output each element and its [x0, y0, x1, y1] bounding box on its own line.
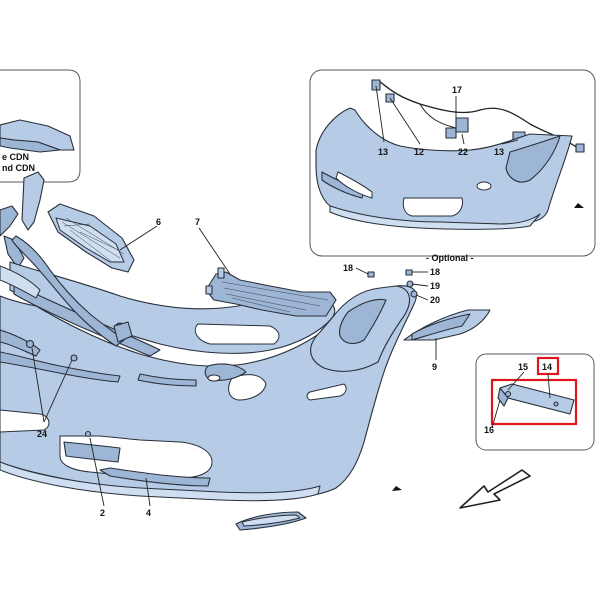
inset-note-line-2: nd CDN: [2, 163, 35, 173]
callout-9: 9: [432, 362, 437, 372]
side-strip-left: [0, 205, 19, 237]
splitter-4: [99, 467, 211, 487]
callout-13-left: 13: [378, 147, 388, 157]
callout-7: 7: [195, 217, 200, 227]
main-callouts: 6 7 18 18 19 20 9 24 2 4: [31, 217, 440, 518]
air-duct-7: [205, 267, 337, 317]
callout-17: 17: [452, 85, 462, 95]
main-bumper-assembly: [0, 171, 491, 531]
inset-bottom-right: 15 14 16: [475, 353, 595, 451]
callout-13-right: 13: [494, 147, 504, 157]
direction-arrow-icon: [459, 469, 531, 509]
callout-19: 19: [430, 281, 440, 291]
callout-18-right: 18: [430, 267, 440, 277]
side-bracket-left: [21, 171, 45, 231]
callout-14: 14: [542, 362, 552, 372]
highlight-part-14: [490, 378, 578, 426]
callout-12: 12: [414, 147, 424, 157]
callout-16: 16: [484, 425, 494, 435]
callout-18-left: 18: [343, 263, 353, 273]
callout-6: 6: [156, 217, 161, 227]
callout-2: 2: [100, 508, 105, 518]
inset-optional: 17 13 12 22 13 - Optional -: [309, 69, 596, 263]
callout-22: 22: [458, 147, 468, 157]
callout-15: 15: [518, 362, 528, 372]
optional-label: - Optional -: [426, 253, 474, 263]
inset-note-line-1: e CDN: [2, 152, 29, 162]
callout-4: 4: [146, 508, 151, 518]
callout-20: 20: [430, 295, 440, 305]
inset-top-left: e CDN nd CDN: [0, 69, 81, 183]
callout-24: 24: [37, 429, 47, 439]
grille-6: [47, 203, 135, 273]
